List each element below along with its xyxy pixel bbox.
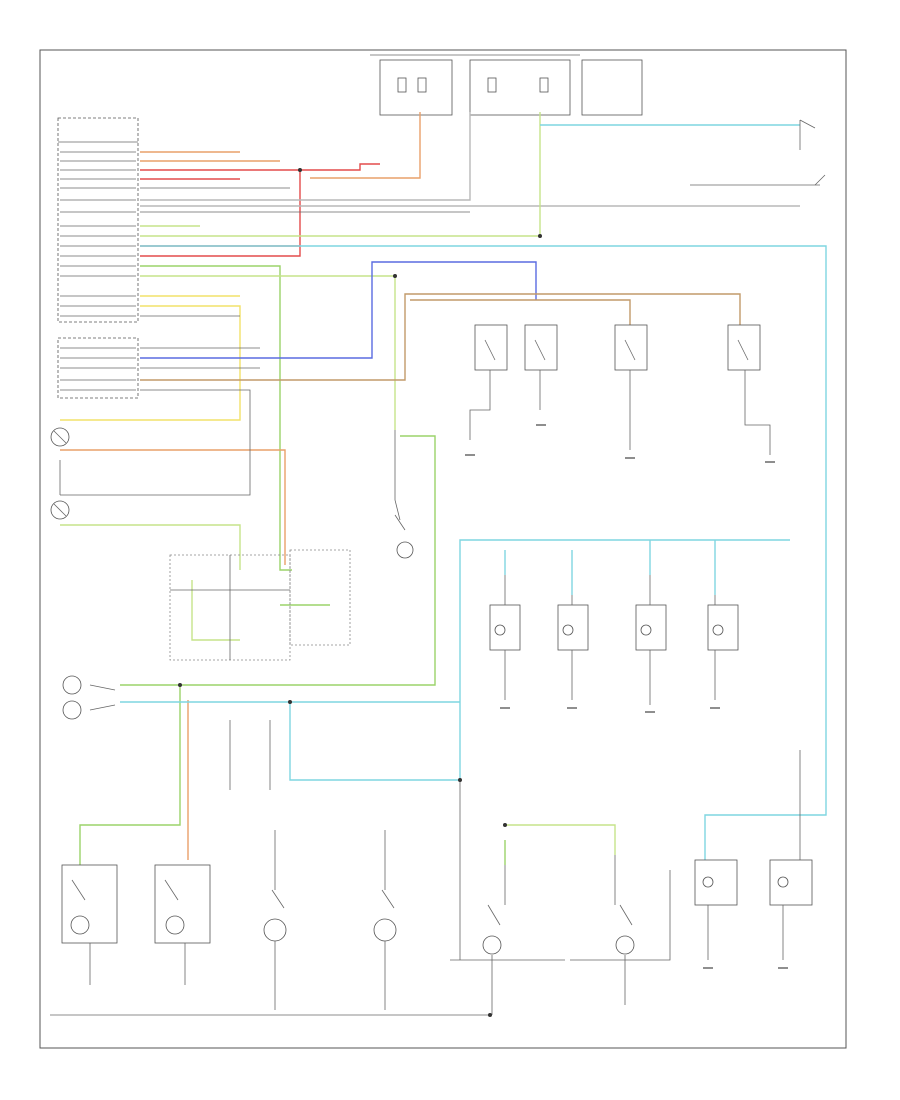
multifunction-module (169, 554, 291, 661)
courtesy-lamp-4 (707, 604, 739, 651)
headlamp-switch (62, 675, 116, 720)
door-ajar-switch-4 (727, 324, 761, 371)
bottom-lamp-7 (694, 859, 738, 906)
bottom-leads (89, 830, 784, 1015)
switch-leads-top (469, 370, 771, 455)
cargo-lamp-left (50, 500, 70, 520)
wire-runs (60, 112, 827, 865)
dome-lamp-center (394, 514, 414, 559)
bottom-lamp-2 (154, 864, 211, 944)
relay-module (289, 549, 351, 646)
courtesy-lamp-2 (557, 604, 589, 651)
fuse-box-3 (581, 59, 643, 116)
bottom-lamp-8 (769, 859, 813, 906)
bottom-lamp-1 (61, 864, 118, 944)
junction-dots (178, 168, 542, 1017)
ground-symbols (465, 424, 788, 969)
bottom-lamp-6 (615, 904, 635, 955)
door-ajar-switch-3 (614, 324, 648, 371)
dome-lamp-left (50, 427, 70, 447)
bottom-lamp-4 (373, 889, 397, 942)
bottom-lamp-3 (263, 889, 287, 942)
lcm-lower-block (57, 337, 139, 399)
lighting-control-module (57, 117, 139, 323)
bottom-lamp-5 (482, 904, 502, 955)
courtesy-lamp-3 (635, 604, 667, 651)
fuse-box-2 (469, 59, 571, 116)
courtesy-lamp-1 (489, 604, 521, 651)
door-ajar-switch-2 (524, 324, 558, 371)
signal-runs (50, 120, 820, 1016)
ignition-switch (799, 119, 826, 186)
diagram-frame (39, 49, 847, 1049)
lcm-pin-rows (60, 151, 136, 317)
fuse-box-1 (379, 59, 453, 116)
door-ajar-switch-1 (474, 324, 508, 371)
